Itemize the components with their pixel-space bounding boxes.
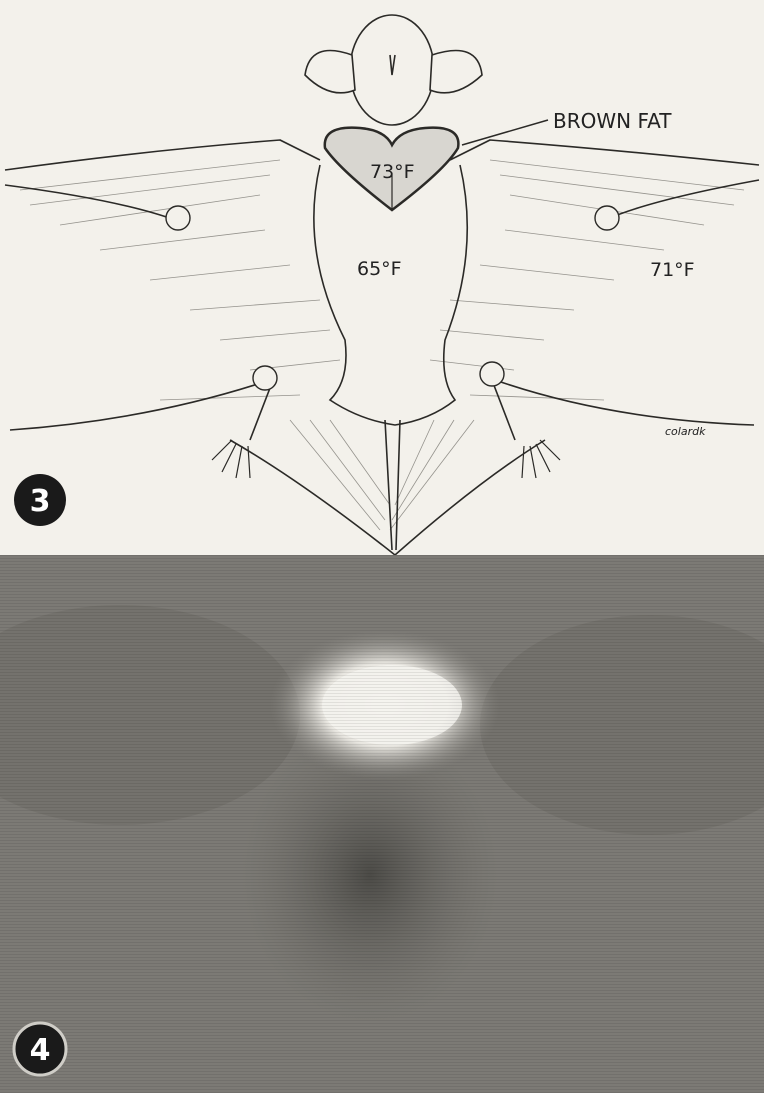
thermograph-image: 4 — [0, 555, 764, 1093]
bat-drawing-panel: BROWN FAT 73°F 65°F 71°F colardk 3 — [0, 0, 764, 555]
panel-4-number: 4 — [30, 1033, 51, 1068]
wing-temp-label: 71°F — [650, 259, 695, 281]
brown-fat-temp-label: 73°F — [370, 161, 415, 183]
scanline-texture — [0, 555, 764, 1093]
body-outline — [250, 165, 515, 550]
head-drawing — [305, 15, 482, 125]
body-temp-label: 65°F — [357, 258, 402, 280]
brown-fat-label: BROWN FAT — [553, 109, 672, 133]
panel-3-number: 3 — [30, 484, 51, 519]
thermograph-panel: 4 — [0, 555, 764, 1093]
wing-hatching — [20, 160, 744, 530]
bat-illustration: BROWN FAT 73°F 65°F 71°F colardk 3 — [0, 0, 764, 555]
artist-signature: colardk — [665, 425, 706, 438]
